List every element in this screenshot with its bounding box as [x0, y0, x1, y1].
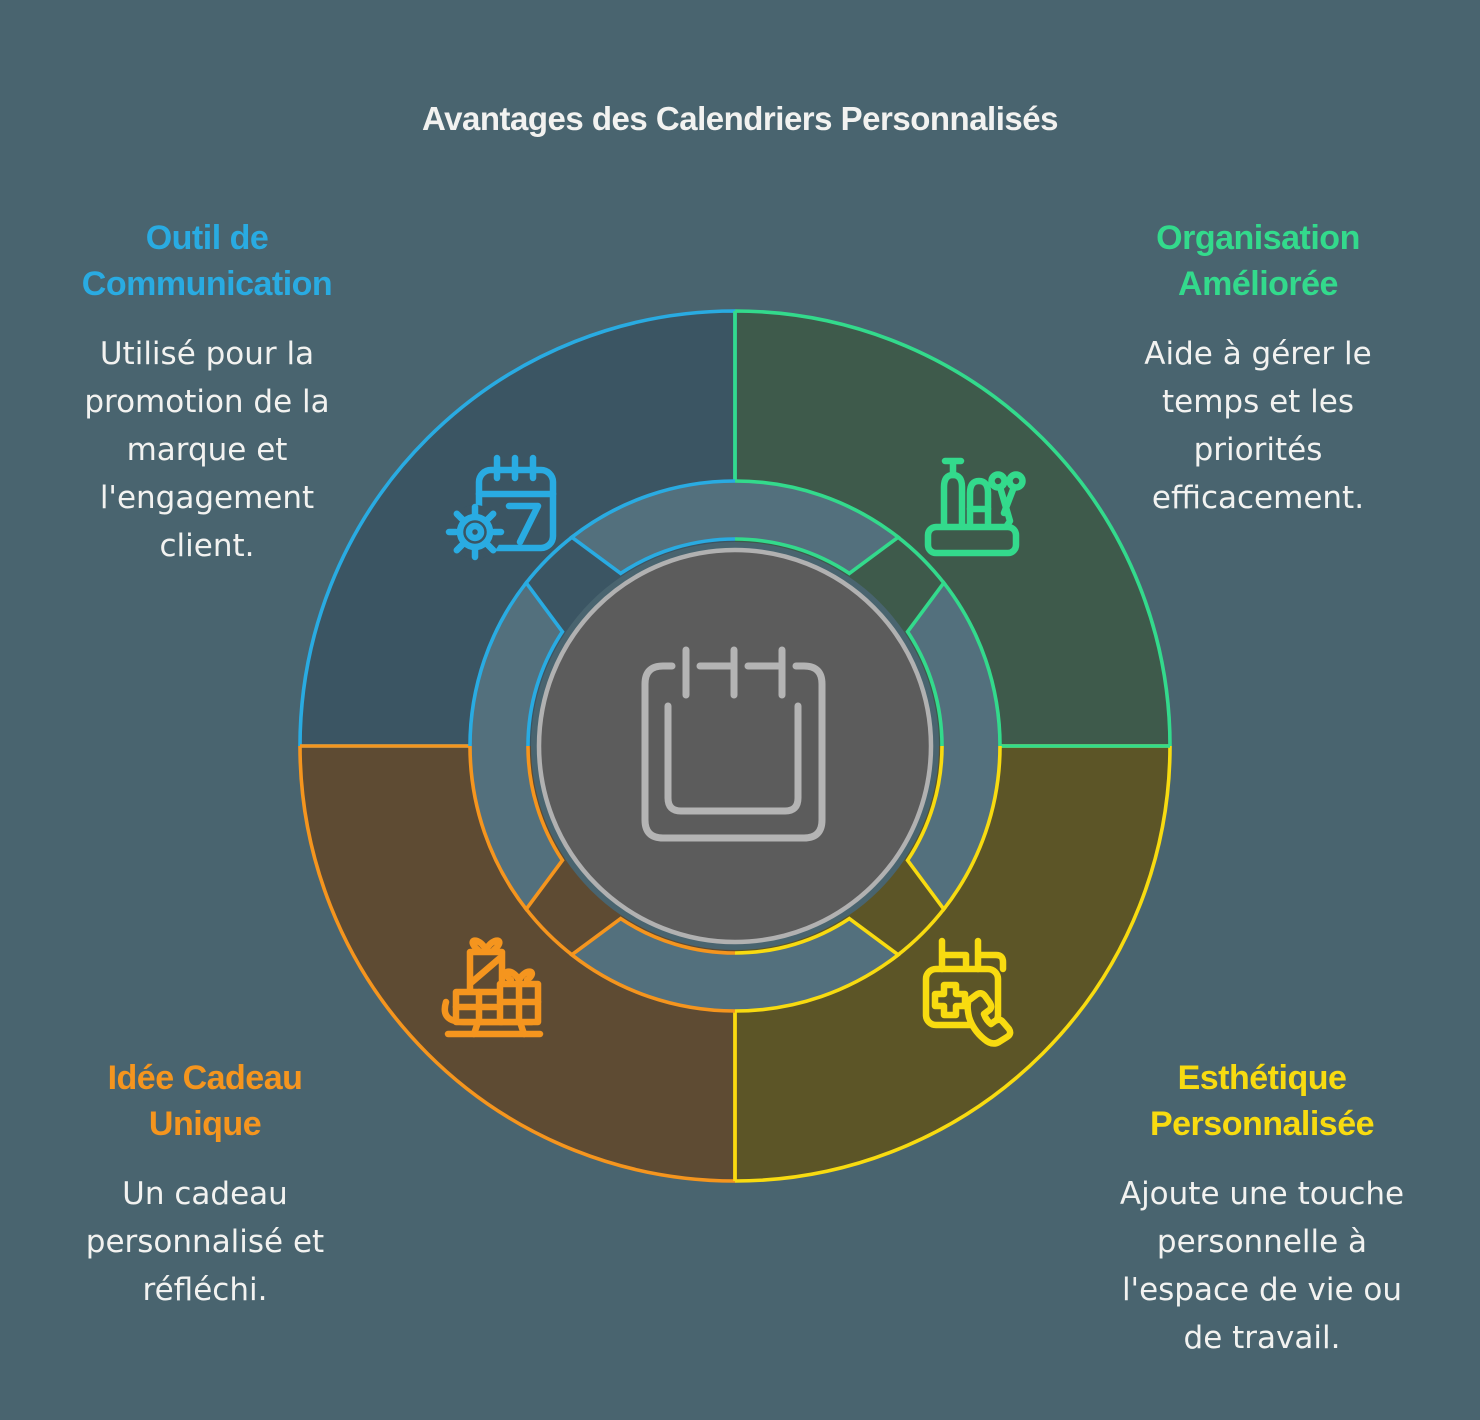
segment-label-organisation: Organisation Améliorée Aide à gérer le t… [1048, 196, 1468, 541]
desk-organizer-icon [924, 457, 1026, 557]
wheel-quadrant-outlines [298, 309, 1172, 1183]
page-title: Avantages des Calendriers Personnalisés [422, 100, 1058, 137]
flow-arrow-edge-esthetique [905, 745, 1002, 913]
flow-arrow-band [571, 918, 899, 1012]
flow-arrow-band [571, 480, 899, 574]
segment-heading: Esthétique Personnalisée [1149, 1059, 1375, 1143]
flow-arrow-edge-organisation [734, 479, 902, 576]
segment-description: Utilisé pour la promotion de la marque e… [84, 336, 330, 564]
quadrant-cadeau [300, 746, 735, 1181]
sled-gifts-icon [441, 937, 544, 1038]
flow-arrow-edge-cadeau [468, 745, 565, 913]
segment-label-cadeau: Idée Cadeau Unique Un cadeau personnalis… [0, 1036, 410, 1333]
flow-arrow-edge-cadeau [568, 916, 736, 1013]
wheel-flow-arrows [468, 479, 1002, 1013]
segment-label-communication: Outil de Communication Utilisé pour la p… [0, 196, 414, 589]
segment-label-esthetique: Esthétique Personnalisée Ajoute une touc… [1050, 1036, 1474, 1381]
calendar-icon [641, 646, 826, 842]
center-hub [536, 547, 934, 945]
quadrant-esthetique [735, 746, 1170, 1181]
quadrant-communication [300, 311, 735, 746]
segment-heading: Organisation Améliorée [1156, 219, 1360, 303]
flow-arrow-edge-organisation [905, 579, 1002, 747]
flow-arrow-edge-communication [468, 579, 565, 747]
gear-calendar-icon [445, 454, 557, 561]
flow-arrow-band [469, 582, 563, 910]
segment-description: Ajoute une touche personnelle à l'espace… [1119, 1176, 1405, 1356]
segment-description: Aide à gérer le temps et les priorités e… [1144, 336, 1372, 516]
quadrant-outline-organisation [733, 309, 1172, 748]
flow-arrow-edge-esthetique [734, 916, 902, 1013]
flow-arrow-edge-communication [568, 479, 736, 576]
segment-heading: Idée Cadeau Unique [107, 1059, 303, 1143]
segment-heading: Outil de Communication [81, 219, 333, 303]
flow-arrow-band [907, 582, 1001, 910]
calendar-phone-icon [922, 937, 1014, 1047]
segment-description: Un cadeau personnalisé et réfléchi. [85, 1176, 325, 1308]
